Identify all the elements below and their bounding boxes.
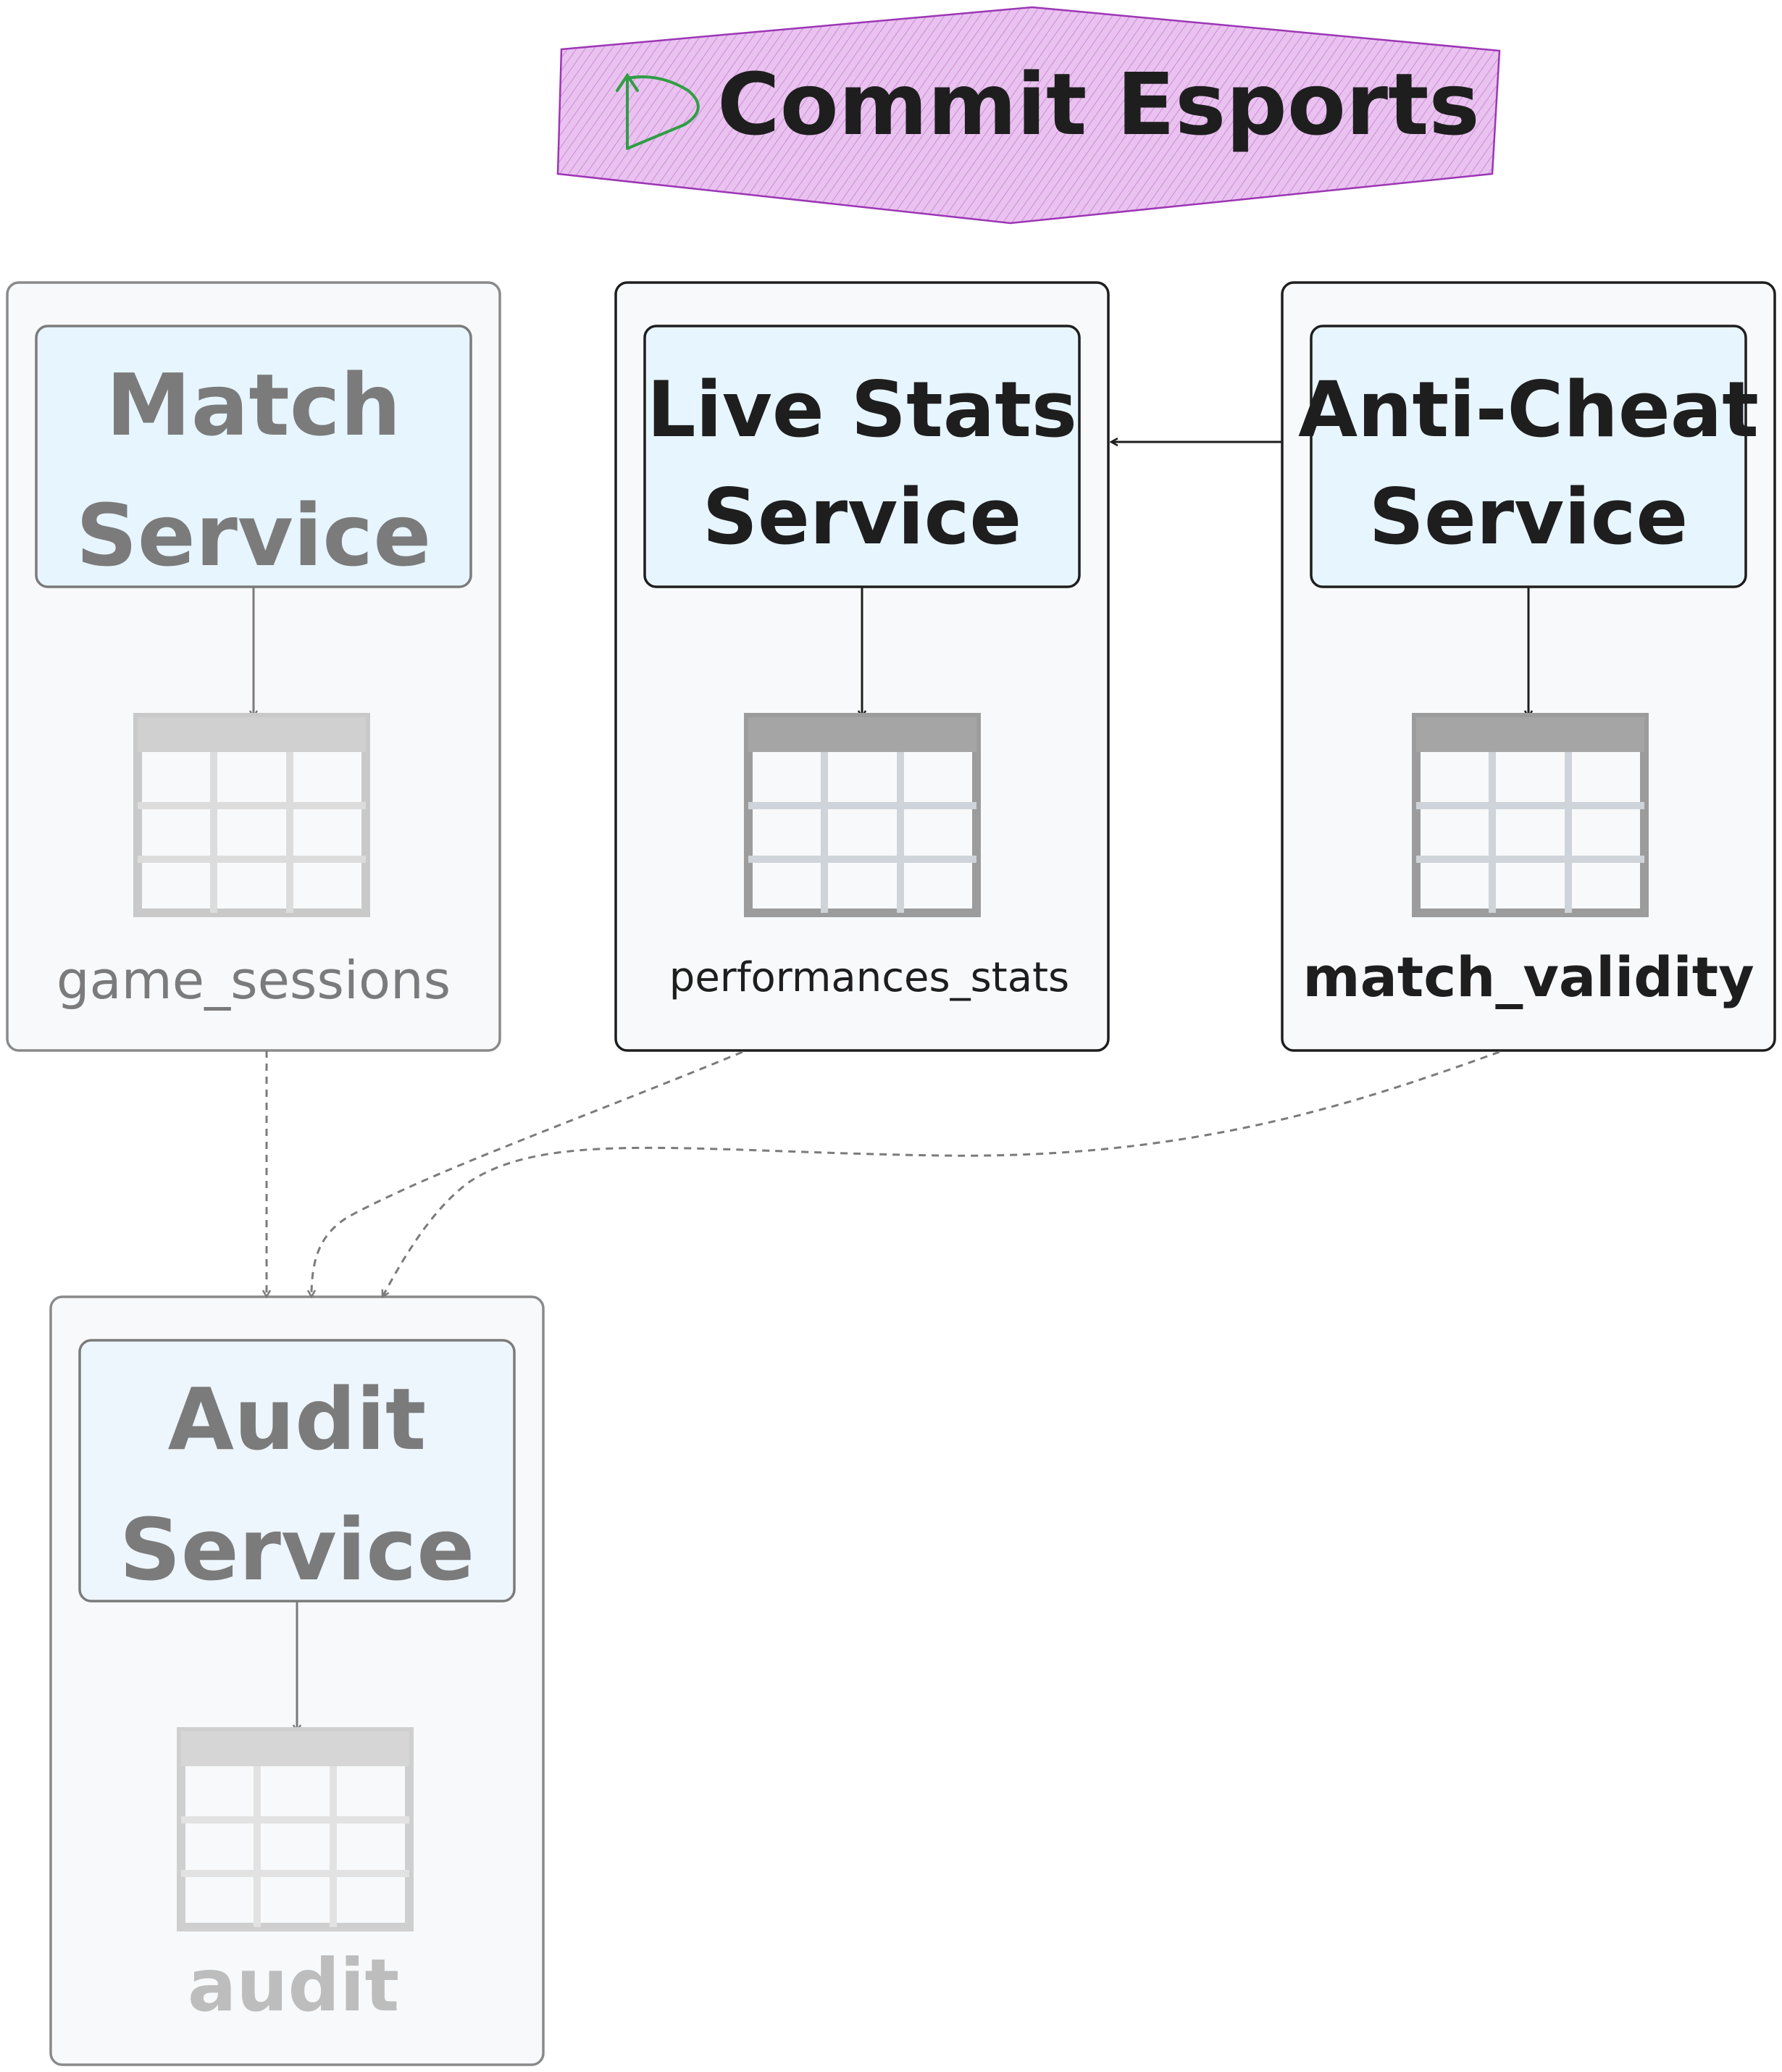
commit-logo-icon: [616, 72, 700, 150]
match-service-label-line1: Match: [106, 355, 401, 455]
table-icon: [1412, 713, 1649, 917]
group-anti-cheat: Anti-Cheat Service match_validity: [1281, 281, 1776, 1052]
table-icon: [133, 713, 370, 917]
group-live-stats: Live Stats Service performances_stats: [614, 281, 1110, 1052]
title-banner: Commit Esports: [556, 6, 1501, 225]
live-stats-service-label-line1: Live Stats: [647, 365, 1077, 454]
table-name-game-sessions: game_sessions: [57, 950, 451, 1011]
stats-to-audit-dashed-arrow: [311, 1050, 743, 1297]
table-name-match-validity: match_validity: [1302, 945, 1754, 1009]
audit-service-label-line2: Service: [120, 1500, 475, 1600]
anti-cheat-service-label-line1: Anti-Cheat: [1298, 365, 1759, 454]
group-audit: Audit Service audit: [49, 1295, 545, 2066]
audit-service-label-line1: Audit: [168, 1369, 427, 1469]
group-match: Match Service game_sessions: [6, 281, 501, 1052]
table-name-performances-stats: performances_stats: [669, 954, 1069, 1001]
anti-cheat-service-label-line2: Service: [1369, 472, 1689, 561]
table-icon: [744, 713, 981, 917]
banner-title: Commit Esports: [717, 54, 1480, 154]
match-service-label-line2: Service: [76, 485, 432, 585]
live-stats-service-label-line2: Service: [703, 472, 1022, 561]
anticheat-to-audit-dashed-arrow: [382, 1050, 1500, 1297]
table-name-audit: audit: [188, 1943, 399, 2028]
banner-shape: [556, 6, 1501, 225]
table-icon: [177, 1727, 414, 1931]
